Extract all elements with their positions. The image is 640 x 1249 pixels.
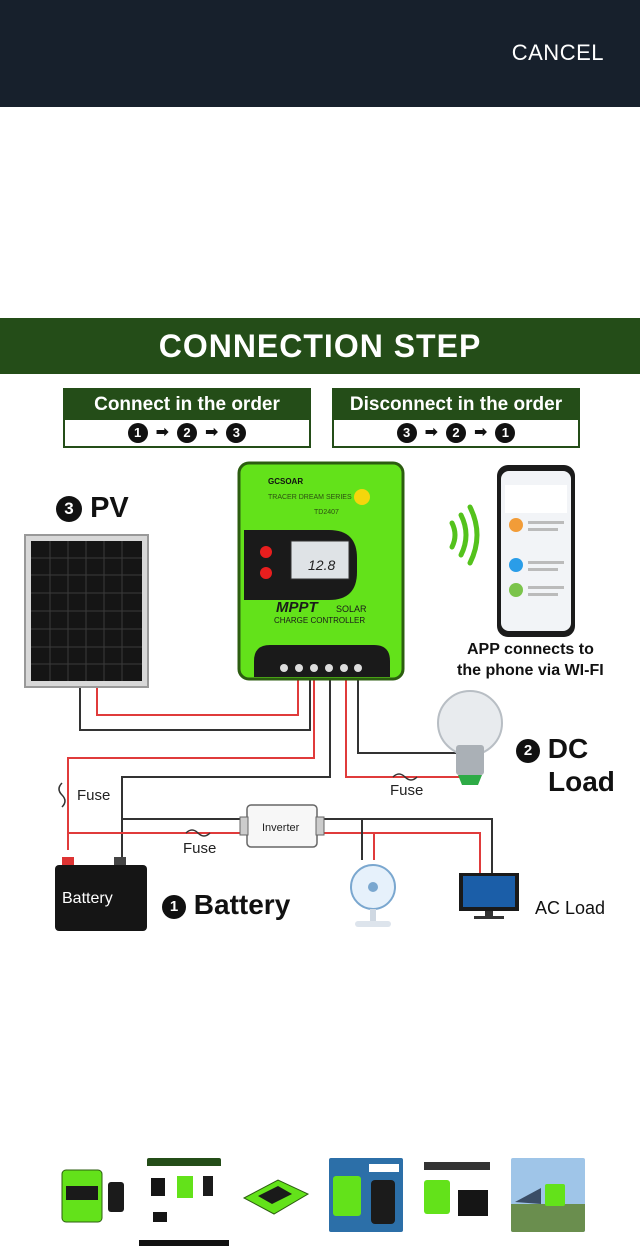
controller-mppt: MPPT xyxy=(276,599,318,616)
controller-subtitle: CHARGE CONTROLLER xyxy=(274,616,366,625)
controller-brand: GCSOAR xyxy=(268,477,304,486)
thumbnail-battery-compatibility[interactable] xyxy=(420,1158,494,1232)
fuse-icon xyxy=(58,773,418,837)
banner-title: CONNECTION STEP xyxy=(158,328,482,364)
battery-box-label: Battery xyxy=(62,890,113,907)
step-number: 1 xyxy=(495,423,516,443)
pv-label: 3 PV xyxy=(56,492,129,525)
cancel-button[interactable]: CANCEL xyxy=(511,40,604,65)
thumbnail-application-scenarios[interactable] xyxy=(511,1158,585,1232)
dc-load-line1: DC xyxy=(547,733,589,764)
fuse-label: Fuse xyxy=(183,840,217,857)
connect-order-box: Connect in the order 1 ➡ 2 ➡ 3 xyxy=(63,388,311,448)
controller-series: TRACER DREAM SERIES xyxy=(268,494,352,501)
app-caption-line2: the phone via WI-FI xyxy=(457,662,604,679)
wifi-icon xyxy=(449,504,480,566)
connect-order-title: Connect in the order xyxy=(65,390,309,420)
arrow-right-icon: ➡ xyxy=(205,424,219,441)
wiring-diagram xyxy=(24,461,575,931)
thumbnail-supports-connectivity[interactable] xyxy=(329,1158,403,1232)
thumbnail-strip xyxy=(0,1150,640,1249)
disconnect-order-box: Disconnect in the order 3 ➡ 2 ➡ 1 xyxy=(332,388,580,448)
disconnect-order-sequence: 3 ➡ 2 ➡ 1 xyxy=(334,420,578,446)
step-number: 3 xyxy=(56,496,82,523)
arrow-right-icon: ➡ xyxy=(424,424,438,441)
ac-load-label: AC Load xyxy=(535,898,606,918)
step-number: 2 xyxy=(516,738,540,763)
controller-solar: SOLAR xyxy=(336,604,367,614)
disconnect-order-title: Disconnect in the order xyxy=(334,390,578,420)
fan-icon xyxy=(350,864,396,927)
step-number: 2 xyxy=(446,423,466,443)
pv-text: PV xyxy=(90,492,129,524)
thumbnail-controller-angled[interactable] xyxy=(238,1158,312,1232)
step-number: 1 xyxy=(127,423,148,443)
charge-controller-icon xyxy=(237,461,405,681)
fuse-label: Fuse xyxy=(390,782,424,799)
step-number: 3 xyxy=(226,423,247,443)
inverter-icon xyxy=(239,804,325,848)
arrow-right-icon: ➡ xyxy=(155,424,169,441)
inverter-label: Inverter xyxy=(262,822,300,834)
step-number: 1 xyxy=(162,894,186,919)
step-number: 3 xyxy=(396,423,417,443)
step-number: 2 xyxy=(177,423,197,443)
app-caption-line1: APP connects to xyxy=(467,641,594,658)
dc-load-label: 2 DC xyxy=(516,733,588,765)
solar-panel-icon xyxy=(24,534,149,688)
light-bulb-icon xyxy=(437,690,503,785)
arrow-right-icon: ➡ xyxy=(474,424,488,441)
selected-thumbnail-indicator xyxy=(139,1240,229,1246)
controller-model: TD2407 xyxy=(314,509,339,516)
battery-icon xyxy=(55,857,147,931)
thumbnail-controller-front[interactable] xyxy=(56,1158,130,1232)
connection-step-banner xyxy=(0,318,640,374)
connect-order-sequence: 1 ➡ 2 ➡ 3 xyxy=(65,420,309,446)
controller-display-value: 12.8 xyxy=(308,557,336,573)
fuse-label: Fuse xyxy=(77,787,111,804)
top-bar: CANCEL xyxy=(0,0,640,107)
tv-icon xyxy=(459,873,519,919)
dc-load-line2: Load xyxy=(548,766,615,797)
battery-label: 1 Battery xyxy=(162,889,290,921)
thumbnail-connection-step[interactable] xyxy=(147,1158,221,1232)
battery-text: Battery xyxy=(193,889,291,920)
phone-app-icon xyxy=(497,465,575,637)
